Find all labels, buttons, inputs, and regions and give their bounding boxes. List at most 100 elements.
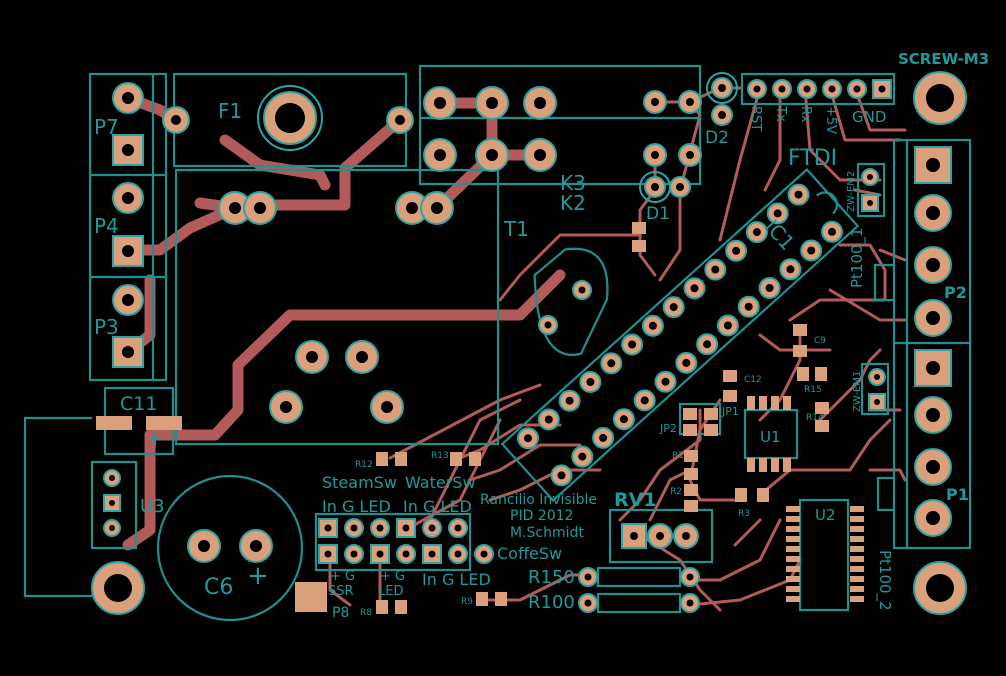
ic1-pin-hole xyxy=(744,302,753,311)
u2-pin xyxy=(850,566,864,572)
label-p7: P7 xyxy=(94,115,119,139)
label-c6-plus: + xyxy=(247,561,269,591)
ftdi-pin-tx: Tx xyxy=(773,105,788,122)
ftdi-pin-5v: +5V xyxy=(823,106,838,134)
label-c6: C6 xyxy=(204,575,233,600)
ic1-pin-hole xyxy=(723,321,732,330)
ic1-pin-hole xyxy=(565,396,574,405)
label-k3: K3 xyxy=(560,171,586,195)
label-r100: R100 xyxy=(528,592,575,613)
u2-pin xyxy=(786,586,800,592)
ic1-pin-hole xyxy=(690,284,699,293)
ic1-pin-hole xyxy=(599,433,608,442)
label-water-sw: WaterSw xyxy=(405,473,476,492)
label-r9: R9 xyxy=(461,597,473,607)
label-p4: P4 xyxy=(94,214,119,238)
u2-pin xyxy=(850,506,864,512)
label-led-line2: LED xyxy=(378,584,403,599)
p3-pads xyxy=(112,284,144,368)
ic1-pin-hole xyxy=(682,358,691,367)
label-u3: U3 xyxy=(140,496,165,517)
ic1-pin-hole xyxy=(669,303,678,312)
label-r12: R12 xyxy=(355,460,373,470)
label-jp1: JP1 xyxy=(721,405,739,418)
label-rv1: RV1 xyxy=(614,489,657,511)
label-ftdi: FTDI xyxy=(788,146,837,171)
label-ic1: IC1 xyxy=(760,215,800,255)
label-c11-plus: + xyxy=(146,427,164,452)
label-c12: C12 xyxy=(744,375,762,385)
ic1-pin-hole xyxy=(648,321,657,330)
ic1-pin-hole xyxy=(794,190,803,199)
label-in-g-led-3: In G LED xyxy=(422,570,491,589)
u2-pin xyxy=(786,546,800,552)
ic1-pin-hole xyxy=(640,396,649,405)
ic1-pin-hole xyxy=(607,359,616,368)
ic1-pin-hole xyxy=(773,209,782,218)
ftdi-pin-rst: RST xyxy=(748,106,763,131)
u2-pin xyxy=(850,536,864,542)
p4-pads xyxy=(112,182,144,267)
label-pt100-1: Pt100_1 xyxy=(848,227,867,288)
ic1-pin-hole xyxy=(524,434,532,443)
u2-pin xyxy=(786,536,800,542)
label-f1: F1 xyxy=(218,99,242,123)
label-r2: R2 xyxy=(670,487,682,497)
ic1-pin-hole xyxy=(544,415,553,424)
label-r8: R8 xyxy=(360,608,372,618)
ftdi-pin-rx: Rx xyxy=(798,106,813,123)
label-in-g-led-2: In G LED xyxy=(403,497,472,516)
u2-pin xyxy=(786,576,800,582)
ic1-pin-hole xyxy=(703,340,712,349)
u2-pin xyxy=(786,526,800,532)
u2-pin xyxy=(850,546,864,552)
smd-parts xyxy=(376,222,829,614)
label-screw-m3: SCREW-M3 xyxy=(898,50,989,68)
label-steam-sw: SteamSw xyxy=(322,473,397,492)
credits-line3: M.Schmidt xyxy=(510,525,584,541)
u2-pin xyxy=(850,576,864,582)
label-c11: C11 xyxy=(120,393,157,415)
u2-pin xyxy=(786,506,800,512)
u2-pin xyxy=(786,566,800,572)
label-coffee-sw: CoffeSw xyxy=(497,544,562,563)
ic1-pin-hole xyxy=(828,227,836,236)
ic1-pin-hole xyxy=(711,265,720,274)
label-r1: R1 xyxy=(672,451,684,461)
u2-pin xyxy=(850,516,864,522)
label-k2: K2 xyxy=(560,191,586,215)
ic1-pin-hole xyxy=(619,415,628,424)
credits-line1: Rancilio Invisible xyxy=(480,492,597,508)
label-d1: D1 xyxy=(646,204,670,224)
label-in-g-led-1: In G LED xyxy=(322,497,391,516)
pads xyxy=(91,71,967,615)
u2-pin xyxy=(786,596,800,602)
silk-labels: SCREW-M3 F1 T1 K3 K2 D1 D2 FTDI IC1 P7 P… xyxy=(94,50,989,621)
ftdi-pin-gnd: GND xyxy=(852,108,886,126)
label-r150: R150 xyxy=(528,567,575,588)
label-r3: R3 xyxy=(738,509,750,519)
ic1-pin-hole xyxy=(578,452,587,461)
label-led-line1: + G xyxy=(380,569,405,584)
ic1-pin-hole xyxy=(765,284,774,292)
label-jp2: JP2 xyxy=(659,422,677,435)
ic1-pin-hole xyxy=(732,246,741,255)
ic1-pin-hole xyxy=(628,340,637,349)
label-c9: C9 xyxy=(814,336,826,346)
label-r15: R15 xyxy=(804,385,822,395)
label-d2: D2 xyxy=(705,128,729,148)
u2-pin xyxy=(786,556,800,562)
u2-pin xyxy=(850,526,864,532)
ic1-pin-hole xyxy=(752,228,761,237)
ic1-pin-hole xyxy=(807,246,816,255)
label-p1: P1 xyxy=(946,485,969,504)
u2-pin xyxy=(850,596,864,602)
label-t1: T1 xyxy=(503,217,529,241)
label-u2: U2 xyxy=(815,506,836,524)
ic1-pin-hole xyxy=(586,378,595,386)
ic1-pin-hole xyxy=(557,471,566,480)
u2-pin xyxy=(786,516,800,522)
